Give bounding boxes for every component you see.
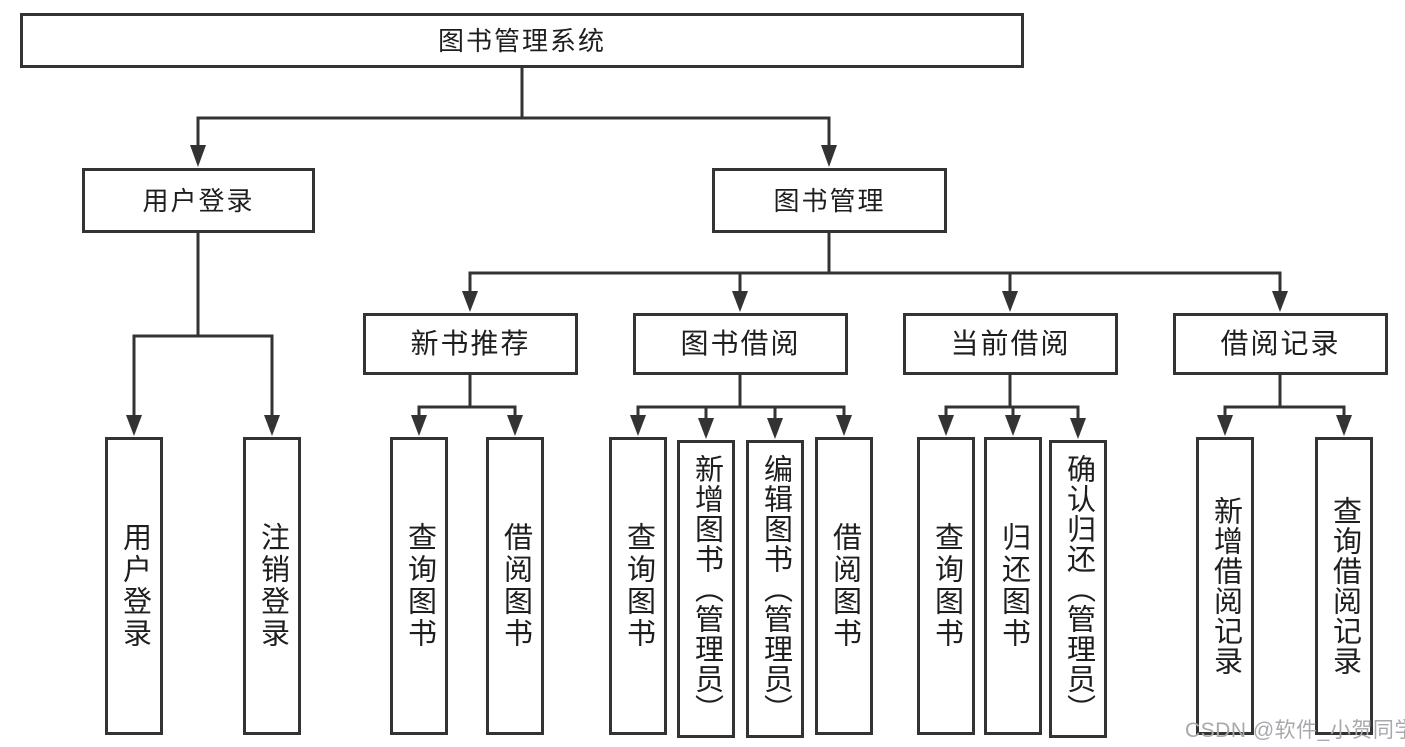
leaf-query-books-borrow-label: 查询图书	[622, 522, 655, 650]
node-borrow-records-label: 借阅记录	[1220, 328, 1341, 359]
node-new-book-recommend-label: 新书推荐	[410, 328, 531, 359]
node-borrow-records: 借阅记录	[1173, 313, 1388, 375]
leaf-confirm-return-admin-label: 确认归还（管理员）	[1062, 454, 1095, 724]
leaf-user-login-label: 用户登录	[118, 522, 151, 650]
leaf-query-borrow-record: 查询借阅记录	[1315, 437, 1373, 735]
leaf-add-borrow-record-label: 新增借阅记录	[1209, 496, 1242, 676]
leaf-query-borrow-record-label: 查询借阅记录	[1328, 496, 1361, 676]
node-book-borrow-label: 图书借阅	[680, 328, 801, 359]
leaf-query-books-current-label: 查询图书	[930, 522, 963, 650]
node-current-borrow-label: 当前借阅	[950, 328, 1071, 359]
leaf-borrow-books-recommend-label: 借阅图书	[499, 522, 532, 650]
leaf-add-book-admin: 新增图书（管理员）	[677, 440, 735, 738]
leaf-edit-book-admin-label: 编辑图书（管理员）	[759, 454, 792, 724]
node-book-borrow: 图书借阅	[633, 313, 848, 375]
watermark: CSDN @软件_小贺同学	[1185, 719, 1405, 742]
node-root-label: 图书管理系统	[437, 25, 606, 56]
leaf-query-books-recommend-label: 查询图书	[403, 522, 436, 650]
leaf-add-book-admin-label: 新增图书（管理员）	[690, 454, 723, 724]
node-new-book-recommend: 新书推荐	[363, 313, 578, 375]
node-root: 图书管理系统	[20, 13, 1024, 68]
leaf-logout-label: 注销登录	[256, 522, 289, 650]
leaf-query-books-borrow: 查询图书	[609, 437, 667, 735]
leaf-borrow-books-label: 借阅图书	[828, 522, 861, 650]
leaf-return-book: 归还图书	[984, 437, 1042, 735]
leaf-query-books-recommend: 查询图书	[390, 437, 448, 735]
leaf-edit-book-admin: 编辑图书（管理员）	[746, 440, 804, 738]
node-user-login-branch: 用户登录	[82, 168, 315, 233]
node-book-management-branch-label: 图书管理	[773, 185, 886, 216]
leaf-return-book-label: 归还图书	[997, 522, 1030, 650]
leaf-confirm-return-admin: 确认归还（管理员）	[1049, 440, 1107, 738]
leaf-borrow-books: 借阅图书	[815, 437, 873, 735]
node-book-management-branch: 图书管理	[712, 168, 947, 233]
leaf-query-books-current: 查询图书	[917, 437, 975, 735]
node-user-login-branch-label: 用户登录	[142, 185, 255, 216]
leaf-logout: 注销登录	[243, 437, 301, 735]
leaf-user-login: 用户登录	[105, 437, 163, 735]
node-current-borrow: 当前借阅	[903, 313, 1118, 375]
leaf-add-borrow-record: 新增借阅记录	[1196, 437, 1254, 735]
leaf-borrow-books-recommend: 借阅图书	[486, 437, 544, 735]
